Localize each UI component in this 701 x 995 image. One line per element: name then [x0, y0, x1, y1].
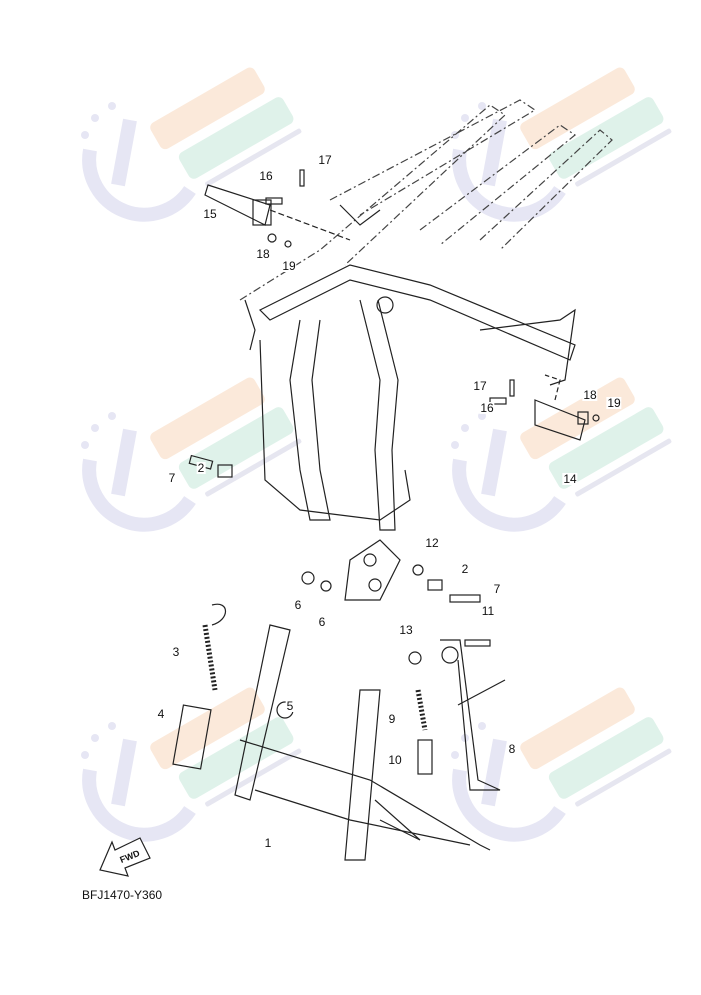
- callout-16: 16: [479, 401, 495, 415]
- callout-12: 12: [424, 536, 440, 550]
- frame-outline: [239, 99, 613, 301]
- callout-6: 6: [293, 598, 303, 612]
- fwd-arrow-icon: [99, 837, 151, 877]
- callout-7: 7: [167, 471, 177, 485]
- callout-9: 9: [387, 712, 397, 726]
- diagram-code: BFJ1470-Y360: [82, 888, 163, 902]
- callout-18: 18: [255, 247, 271, 261]
- callout-8: 8: [507, 742, 517, 756]
- springs-and-collars: [172, 603, 433, 775]
- callout-17: 17: [317, 153, 333, 167]
- callout-11: 11: [480, 604, 496, 618]
- side-stand: [440, 639, 506, 791]
- callout-16: 16: [258, 169, 274, 183]
- center-stand: [234, 624, 491, 861]
- callout-19: 19: [281, 259, 297, 273]
- footrest-left: [204, 184, 351, 241]
- callout-15: 15: [202, 207, 218, 221]
- callout-2: 2: [196, 461, 206, 475]
- callout-19: 19: [606, 396, 622, 410]
- callout-13: 13: [398, 623, 414, 637]
- callout-5: 5: [285, 699, 295, 713]
- bolts: [188, 169, 600, 719]
- callout-14: 14: [562, 472, 578, 486]
- callout-6: 6: [317, 615, 327, 629]
- footrest-right: [534, 374, 586, 441]
- callout-1: 1: [263, 836, 273, 850]
- callout-18: 18: [582, 388, 598, 402]
- callout-4: 4: [156, 707, 166, 721]
- callout-2: 2: [460, 562, 470, 576]
- callout-7: 7: [492, 582, 502, 596]
- callout-17: 17: [472, 379, 488, 393]
- callout-10: 10: [387, 753, 403, 767]
- callout-3: 3: [171, 645, 181, 659]
